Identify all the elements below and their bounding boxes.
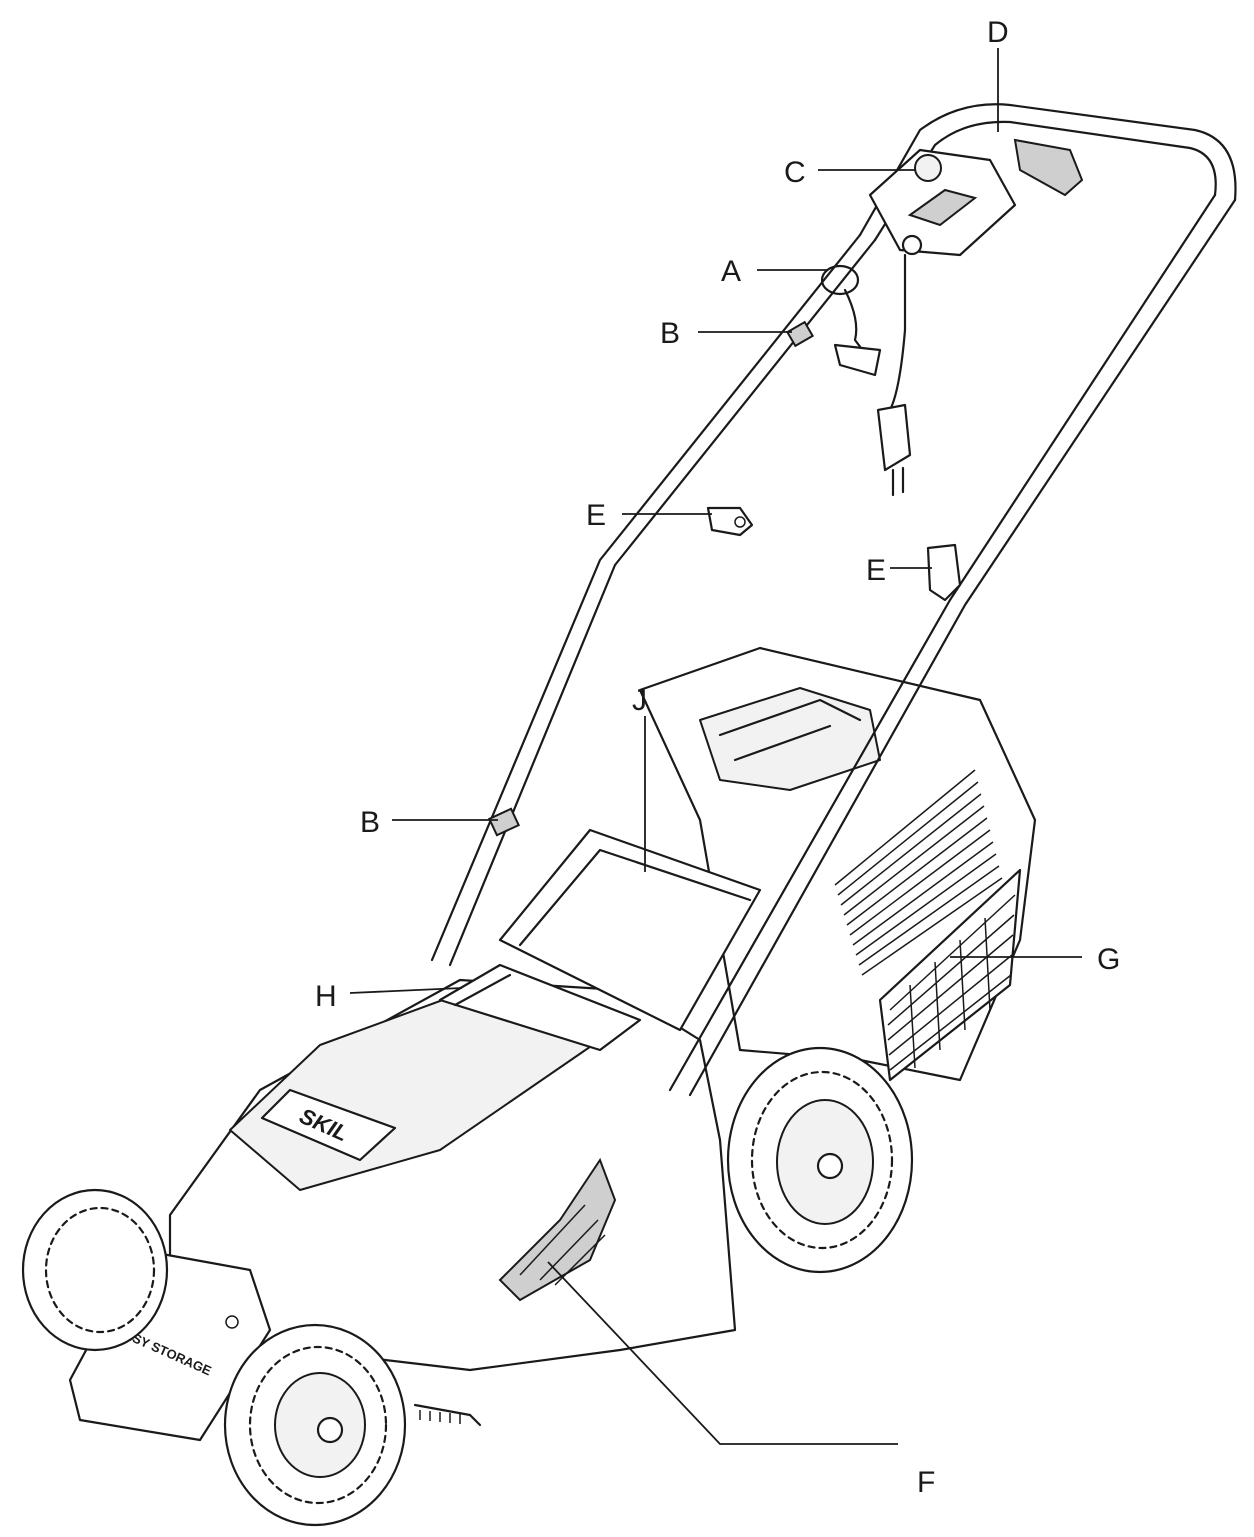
cable-clip-lower: [487, 807, 521, 837]
callout-b-lower: B: [360, 806, 498, 839]
callout-j: J: [632, 684, 647, 872]
wheel-rear-left: [726, 1046, 914, 1274]
callout-f: F: [547, 1261, 935, 1499]
rear-flap: [498, 828, 762, 1032]
switch-box: [868, 148, 1017, 257]
side-vents: [498, 1157, 617, 1302]
callout-label-e-right: E: [866, 554, 886, 587]
power-cable: [820, 253, 912, 497]
callout-e-left: E: [586, 499, 712, 532]
grass-box-vents: [834, 769, 1003, 976]
callout-label-b-lower: B: [360, 806, 380, 839]
callout-b-upper: B: [660, 317, 792, 350]
handle-frame: [430, 103, 1237, 1097]
handle-knob-left: [706, 506, 754, 537]
callout-a: A: [721, 255, 828, 288]
callout-label-c: C: [784, 156, 806, 189]
callout-label-e-left: E: [586, 499, 606, 532]
callout-label-g: G: [1097, 943, 1120, 976]
callout-c: C: [784, 156, 916, 189]
callout-label-b-upper: B: [660, 317, 680, 350]
grass-box: [638, 646, 1037, 1082]
wheel-front-left: [223, 1323, 407, 1527]
callout-label-j: J: [632, 684, 647, 717]
mower-deck: SKIL: [168, 978, 737, 1427]
callout-label-d: D: [987, 16, 1009, 49]
cable-clip-upper: [785, 320, 815, 348]
callout-d: D: [987, 16, 1009, 132]
callout-e-right: E: [866, 554, 932, 587]
callout-label-h: H: [315, 980, 337, 1013]
callout-h: H: [315, 980, 463, 1013]
grass-box-mesh: [878, 868, 1022, 1082]
callout-label-f: F: [917, 1466, 935, 1499]
wheel-front-right: [21, 1188, 169, 1352]
callout-g: G: [950, 943, 1120, 976]
handle-knob-right: [926, 543, 962, 602]
callout-label-a: A: [721, 255, 741, 288]
height-adjust-lever: [438, 963, 642, 1052]
